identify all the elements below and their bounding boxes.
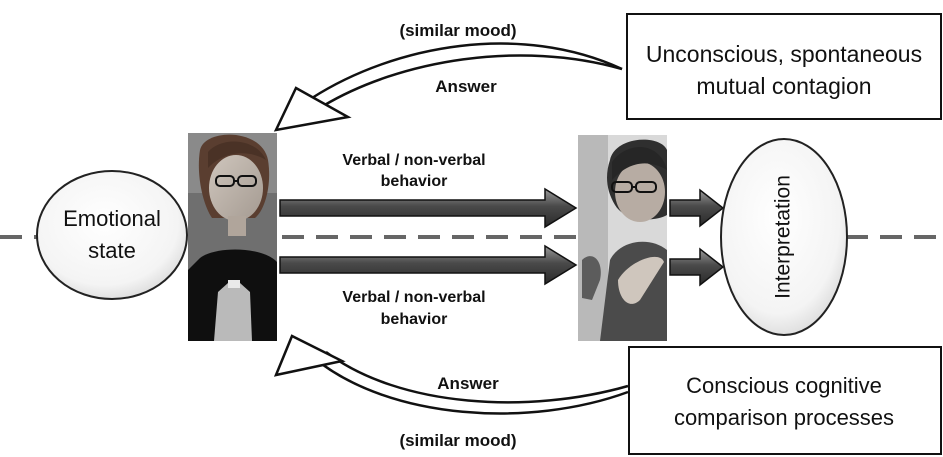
top-mood-label: (similar mood): [399, 21, 516, 40]
conscious-box-line2: comparison processes: [674, 405, 894, 430]
emotional-state-ellipse: [36, 170, 188, 300]
unconscious-box-line1: Unconscious, spontaneous: [646, 41, 922, 67]
top-answer-arrow: [273, 42, 623, 132]
bottom-mood-label: (similar mood): [399, 431, 516, 450]
conscious-box-line1: Conscious cognitive: [686, 373, 882, 398]
lower-arrow-label-line1: Verbal / non-verbal: [342, 289, 485, 306]
right-person-photo: [578, 135, 667, 341]
top-answer-label: Answer: [435, 77, 497, 96]
unconscious-box-line2: mutual contagion: [696, 73, 871, 99]
upper-arrow-label-line1: Verbal / non-verbal: [342, 152, 485, 169]
conscious-box: [628, 346, 942, 455]
upper-behavior-arrow: [279, 187, 578, 229]
bottom-answer-label: Answer: [437, 374, 499, 393]
interpretation-label: Interpretation: [772, 175, 795, 299]
bottom-answer-arrow: [273, 334, 629, 415]
emotional-state-line2: state: [88, 238, 136, 263]
upper-interpretation-arrow: [669, 188, 725, 228]
lower-behavior-arrow: [279, 244, 578, 286]
left-person-photo: [188, 133, 277, 341]
unconscious-box: [626, 13, 942, 120]
interpretation-ellipse: [720, 138, 848, 336]
lower-arrow-label-line2: behavior: [381, 311, 448, 328]
upper-arrow-label-line2: behavior: [381, 173, 448, 190]
emotional-state-line1: Emotional: [63, 206, 161, 231]
lower-interpretation-arrow: [669, 247, 725, 287]
